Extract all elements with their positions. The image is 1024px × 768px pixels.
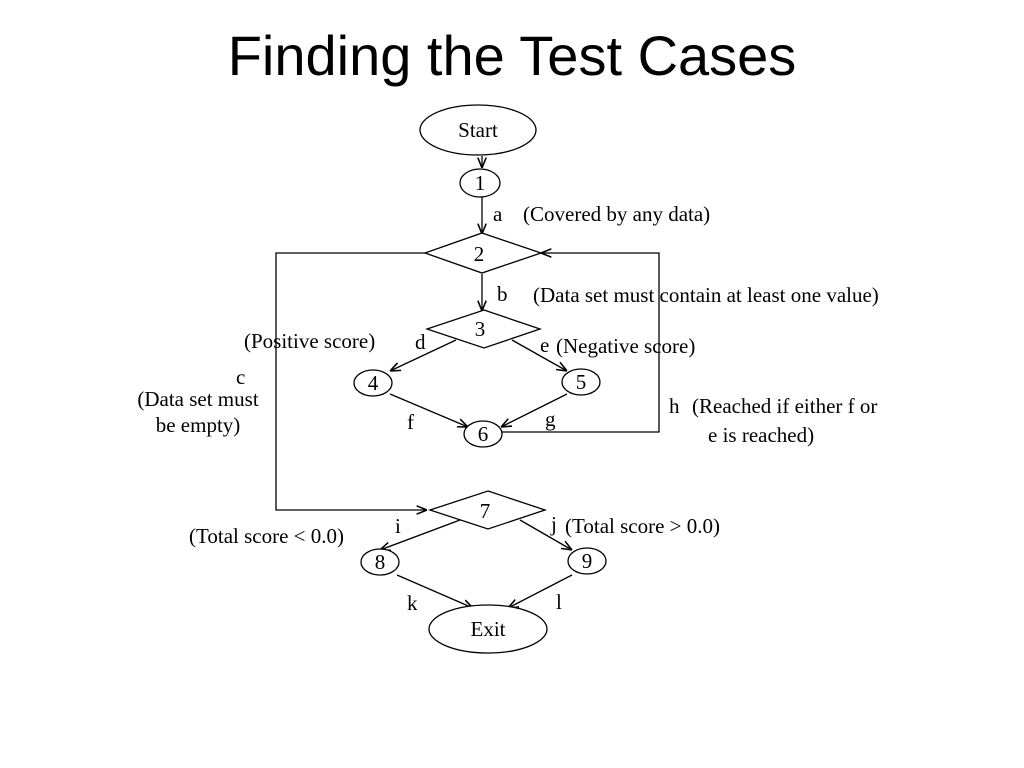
edge-e [511, 339, 567, 371]
node-6-label: 6 [478, 422, 489, 446]
edge-h [501, 253, 660, 433]
node-5-label: 5 [576, 370, 587, 394]
edge-f [389, 393, 468, 427]
edge-label-b: b [497, 282, 508, 306]
node-7-label: 7 [480, 499, 491, 523]
note-b: (Data set must contain at least one valu… [533, 283, 879, 307]
exit-label: Exit [471, 617, 506, 641]
edge-label-h: h [669, 394, 680, 418]
edge-c [275, 252, 427, 510]
note-a: (Covered by any data) [523, 202, 710, 226]
node-6: 6 [463, 420, 503, 448]
edge-label-l: l [556, 590, 562, 614]
edge-j [519, 519, 572, 550]
edge-k [396, 574, 473, 608]
node-3-label: 3 [475, 317, 486, 341]
node-1: 1 [459, 168, 501, 198]
note-c-line2: be empty) [156, 413, 241, 437]
node-8: 8 [360, 548, 400, 576]
note-j: (Total score > 0.0) [565, 514, 720, 538]
edge-l [508, 574, 573, 608]
edge-label-c: c [236, 365, 245, 389]
node-9-label: 9 [582, 549, 593, 573]
node-1-label: 1 [475, 171, 486, 195]
edge-label-j: j [550, 512, 557, 536]
note-i: (Total score < 0.0) [189, 524, 344, 548]
edge-i [380, 519, 461, 550]
edge-label-a: a [493, 202, 503, 226]
start-node: Start [419, 104, 537, 156]
start-label: Start [458, 118, 498, 142]
node-2-decision: 2 [423, 232, 544, 274]
edge-label-i: i [395, 514, 401, 538]
slide-title: Finding the Test Cases [227, 24, 797, 87]
node-8-label: 8 [375, 550, 386, 574]
exit-node: Exit [428, 604, 548, 654]
edge-d [390, 339, 457, 371]
node-2-label: 2 [474, 242, 485, 266]
node-7-decision: 7 [427, 490, 548, 530]
edge-label-f: f [407, 410, 414, 434]
note-d: (Positive score) [244, 329, 375, 353]
edge-label-k: k [407, 591, 418, 615]
node-4-label: 4 [368, 371, 379, 395]
note-e: (Negative score) [556, 334, 695, 358]
node-5: 5 [561, 368, 601, 396]
edge-label-e: e [540, 333, 549, 357]
note-c-line1: (Data set must [137, 387, 258, 411]
note-h-line1: (Reached if either f or [692, 394, 877, 418]
node-9: 9 [567, 547, 607, 575]
node-4: 4 [353, 369, 393, 397]
edge-g [501, 393, 568, 427]
node-3-decision: 3 [424, 309, 543, 349]
edge-label-g: g [545, 407, 556, 431]
note-h-line2: e is reached) [708, 423, 814, 447]
edge-label-d: d [415, 330, 426, 354]
